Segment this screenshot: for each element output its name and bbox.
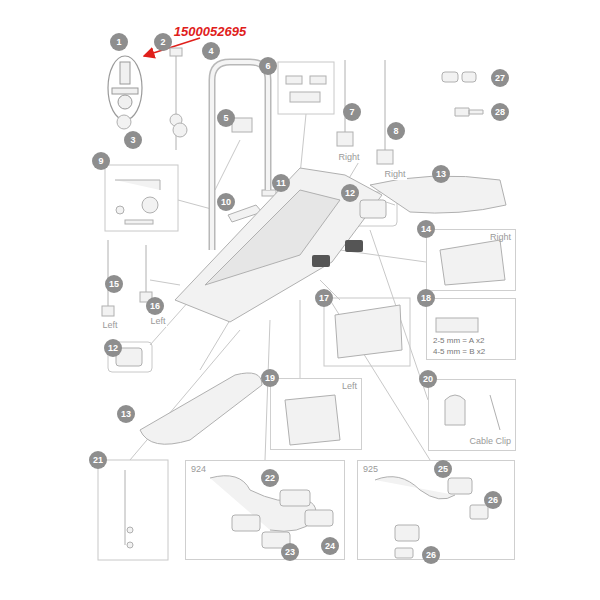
- callout-number: 25: [434, 460, 452, 478]
- side-label: Right: [337, 153, 360, 163]
- panel-text: 925: [363, 465, 378, 475]
- callout-number: 23: [281, 543, 299, 561]
- panel-text: Cable Clip: [469, 437, 511, 447]
- callout-number: 16: [146, 297, 164, 315]
- parts-panel: Left: [270, 378, 362, 450]
- parts-panel: 2-5 mm = A x2 4-5 mm = B x2: [426, 298, 516, 360]
- callout-number: 18: [417, 289, 435, 307]
- callout-number: 8: [387, 122, 405, 140]
- callout-number: 1: [110, 33, 128, 51]
- callout-number: 11: [272, 174, 290, 192]
- callout-number: 13: [432, 165, 450, 183]
- callout-number: 5: [217, 109, 235, 127]
- callout-number: 20: [419, 370, 437, 388]
- callout-number: 12: [341, 184, 359, 202]
- callout-number: 27: [491, 69, 509, 87]
- callout-number: 13: [117, 405, 135, 423]
- panel-text: Right: [490, 233, 511, 243]
- side-label: Left: [149, 317, 166, 327]
- callout-number: 21: [89, 451, 107, 469]
- part-number: 1500052695: [174, 25, 246, 39]
- callout-number: 3: [124, 131, 142, 149]
- panel-text: 4-5 mm = B x2: [433, 348, 485, 357]
- callout-number: 9: [92, 152, 110, 170]
- callout-number: 24: [321, 537, 339, 555]
- callout-number: 19: [261, 369, 279, 387]
- callout-number: 14: [417, 220, 435, 238]
- callout-number: 10: [217, 193, 235, 211]
- callout-number: 4: [202, 42, 220, 60]
- callout-number: 26: [422, 546, 440, 564]
- callout-number: 2: [154, 33, 172, 51]
- parts-panel: Cable Clip: [428, 379, 516, 451]
- callout-number: 22: [261, 469, 279, 487]
- callout-number: 28: [491, 103, 509, 121]
- callout-number: 17: [315, 289, 333, 307]
- panel-text: 2-5 mm = A x2: [433, 337, 484, 346]
- panel-text: Left: [342, 382, 357, 392]
- callout-number: 26: [484, 491, 502, 509]
- panel-text: 924: [191, 465, 206, 475]
- callout-number: 6: [259, 57, 277, 75]
- callout-number: 7: [343, 103, 361, 121]
- callout-number: 15: [105, 275, 123, 293]
- side-label: Left: [101, 321, 118, 331]
- parts-panel: Right: [426, 229, 516, 291]
- side-label: Right: [383, 170, 406, 180]
- callout-number: 12: [104, 339, 122, 357]
